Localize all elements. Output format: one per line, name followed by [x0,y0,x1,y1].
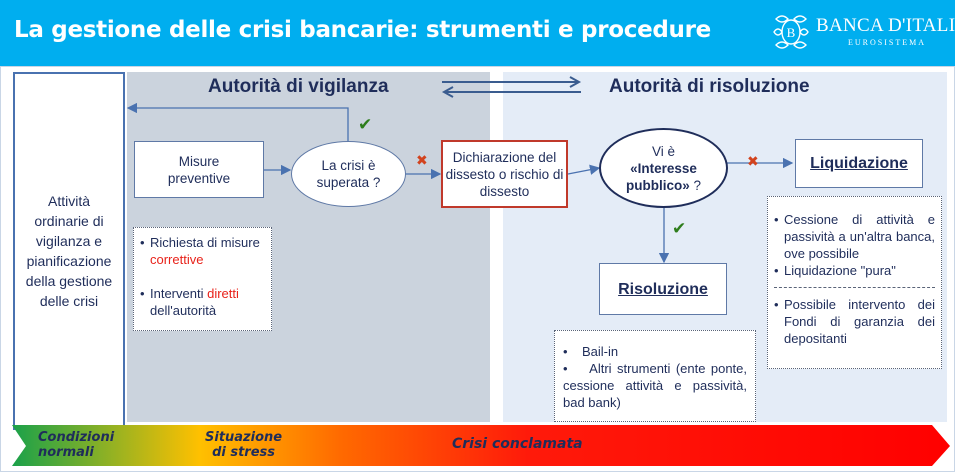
stage-normal-line1: Condizioni [38,430,115,445]
note-text: Bail-in [582,344,619,359]
interesse-line2: «Interesse [630,160,697,176]
stage-normal-line2: normali [38,445,94,460]
note-highlight: correttive [150,252,204,267]
liquidazione-notes: Cessione di attività e passività a un'al… [767,196,942,369]
stage-normal-label: Condizioni normali [38,430,114,460]
interesse-line1: Vi è [651,143,675,159]
liquidazione-note-item: Liquidazione "pura" [774,262,935,279]
stage-stress-line1: Situazione [205,430,283,445]
dichiarazione-to-interesse-connector [567,164,601,175]
interesse-suffix: ? [689,177,701,193]
to-vigilanza-arrow-head [441,86,454,98]
vigilanza-notes: Richiesta di misure correttive Intervent… [133,227,272,331]
liquidazione-note-item: Possibile intervento dei Fondi di garanz… [774,296,935,347]
vigilanza-notes-list: Richiesta di misure correttive Intervent… [140,234,265,319]
misure-preventive-box: Misure preventive [134,141,264,198]
note-text: Interventi [150,286,208,301]
logo-name: BANCA D'ITALIA [816,15,955,36]
risoluzione-note-item: • Altri strumenti (ente ponte, cessione … [563,361,748,410]
banca-italia-emblem-icon: B [772,11,810,53]
crisi-superata-label: La crisi è superata ? [316,158,381,190]
timeline-shape [12,425,950,466]
liquidazione-notes-bottom: Possibile intervento dei Fondi di garanz… [774,296,935,347]
interesse-pubblico-label: Vi è «Interesse pubblico» ? [626,143,701,194]
interesse-line3-wrap: pubblico» ? [626,177,701,194]
misure-preventive-label: Misure preventive [167,153,231,186]
note-text: dell'autorità [150,303,217,318]
logo-subtitle: EUROSISTEMA [848,38,927,47]
check-icon: ✔ [358,115,373,135]
dichiarazione-dissesto-box: Dichiarazione del dissesto o rischio di … [441,140,568,208]
liquidazione-label: Liquidazione [810,155,908,172]
dichiarazione-dissesto-label: Dichiarazione del dissesto o rischio di … [445,149,564,199]
risoluzione-notes: • Bail-in • Altri strumenti (ente ponte,… [554,330,756,422]
risoluzione-box: Risoluzione [599,263,727,315]
note-text: Richiesta di misure [150,235,260,250]
cross-icon: ✖ [747,154,759,170]
svg-text:B: B [787,25,796,40]
crisi-superata-decision: La crisi è superata ? [291,141,406,207]
vigilanza-note-item: Richiesta di misure correttive [140,234,265,268]
note-highlight: diretti [207,286,239,301]
page-title: La gestione delle crisi bancarie: strume… [14,17,711,43]
stage-stress-label: Situazione di stress [205,430,282,460]
stage-stress-line2: di stress [212,445,276,460]
to-risoluzione-arrow-head [569,76,582,88]
header-bar [0,0,955,66]
notes-divider [774,287,935,288]
risoluzione-title: Autorità di risoluzione [609,76,810,97]
loop-back-connector [126,102,349,142]
ordinary-activity-text: Attività ordinarie di vigilanza e pianif… [25,193,113,309]
note-text: Altri strumenti (ente ponte, cessione at… [563,361,748,410]
risoluzione-note-item: • Bail-in [563,344,619,359]
risoluzione-label: Risoluzione [618,280,708,298]
liquidazione-notes-top: Cessione di attività e passività a un'al… [774,211,935,279]
liquidazione-note-item: Cessione di attività e passività a un'al… [774,211,935,262]
liquidazione-box: Liquidazione [795,139,923,188]
ordinary-activity-box: Attività ordinarie di vigilanza e pianif… [13,72,125,430]
check-icon: ✔ [672,219,687,239]
stage-crisis-label: Crisi conclamata [452,436,583,452]
vigilanza-note-item: Interventi diretti dell'autorità [140,285,265,319]
interesse-pubblico-decision: Vi è «Interesse pubblico» ? [599,128,728,208]
interesse-line3: pubblico» [625,177,690,193]
cross-icon: ✖ [416,153,428,169]
vigilanza-title: Autorità di vigilanza [208,76,389,97]
